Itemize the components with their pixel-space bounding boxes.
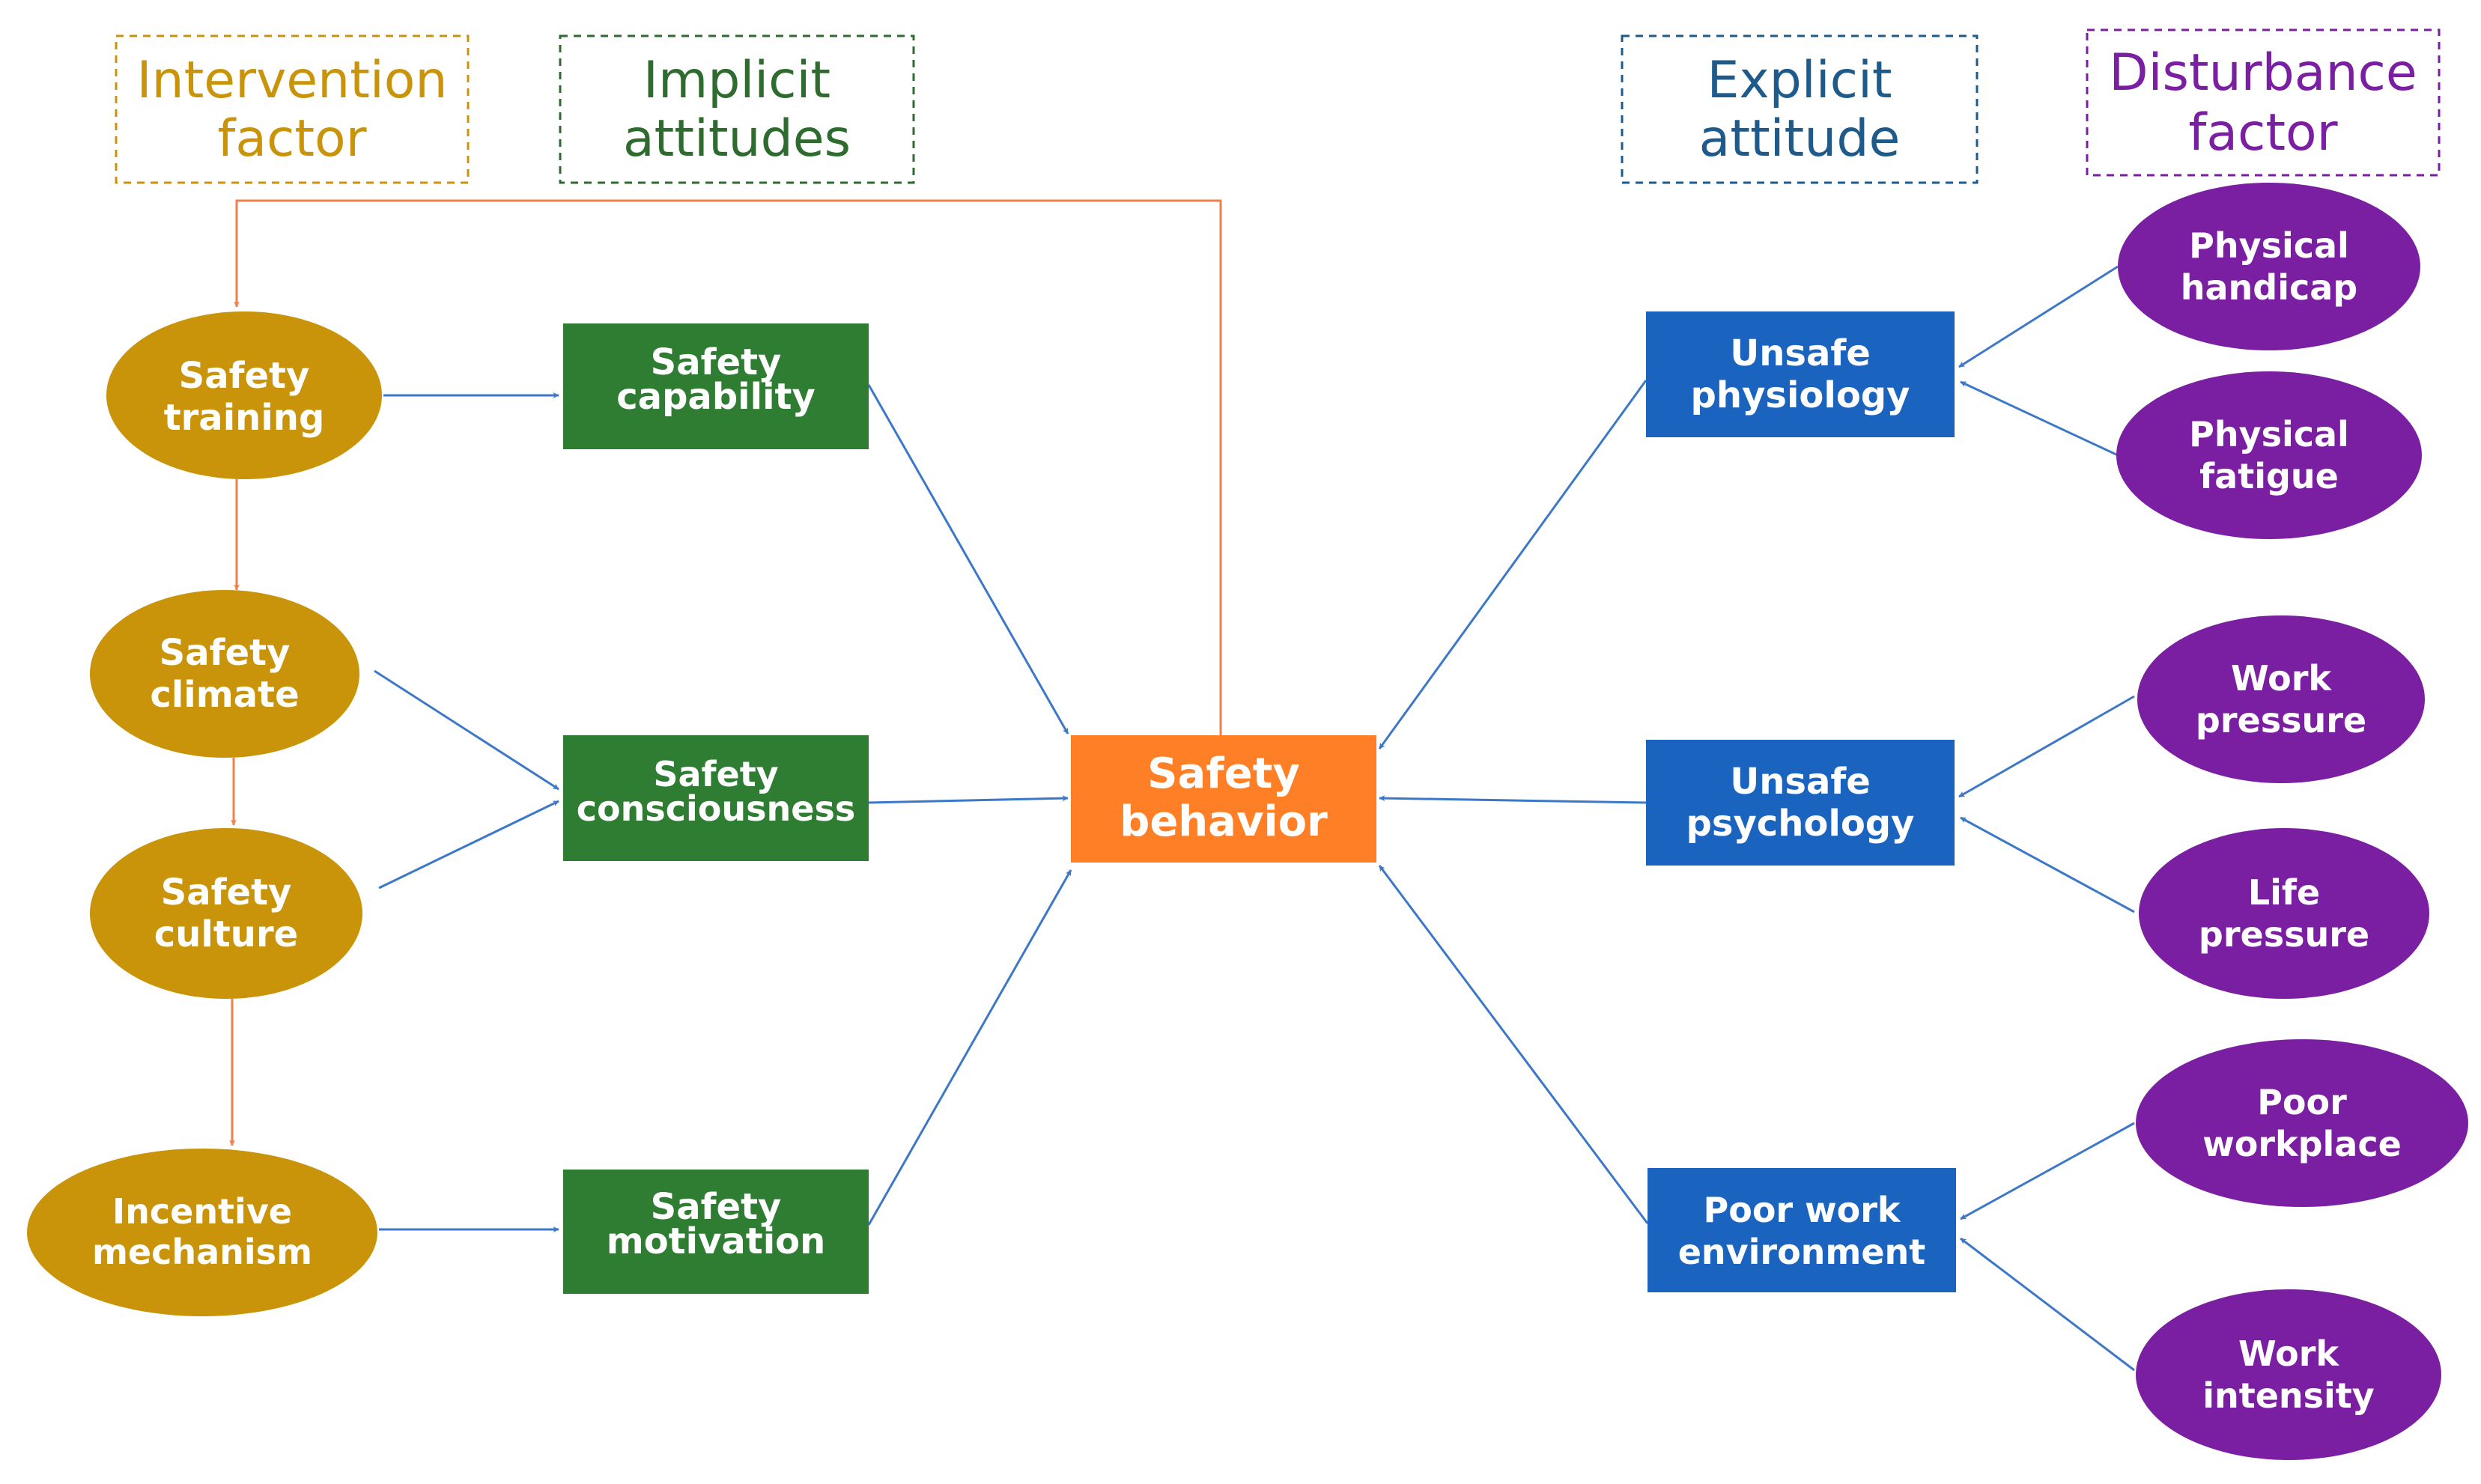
node-poor-workplace-line1: Poor bbox=[2257, 1082, 2347, 1122]
node-safety-motivation-line2: motivation bbox=[607, 1220, 826, 1262]
header-disturbance-line1: Disturbance bbox=[2109, 43, 2417, 103]
node-unsafe-physiology: Unsafe physiology bbox=[1646, 311, 1955, 437]
node-unsafe-psychology-line1: Unsafe bbox=[1730, 761, 1871, 803]
edge-lifepressure-to-psychology bbox=[1960, 816, 2135, 913]
header-implicit-line2: attitudes bbox=[623, 109, 851, 168]
node-safety-consciousness-line2: consciousness bbox=[577, 788, 855, 829]
node-safety-climate: Safety climate bbox=[90, 590, 359, 758]
header-disturbance-factor: Disturbance factor bbox=[2086, 28, 2441, 177]
header-explicit-line2: attitude bbox=[1699, 109, 1901, 168]
node-incentive-mechanism: Incentive mechanism bbox=[27, 1149, 377, 1316]
node-physical-handicap-line2: handicap bbox=[2181, 267, 2357, 308]
edge-culture-to-consciousness bbox=[378, 800, 559, 890]
node-life-pressure: Life pressure bbox=[2139, 828, 2429, 999]
node-unsafe-physiology-line1: Unsafe bbox=[1730, 332, 1871, 374]
node-safety-capability-line1: Safety bbox=[651, 341, 782, 383]
node-safety-training-line2: training bbox=[164, 397, 325, 439]
node-work-intensity: Work intensity bbox=[2136, 1289, 2441, 1460]
edge-handicap-to-physiology bbox=[1958, 265, 2119, 368]
node-work-pressure-line2: pressure bbox=[2196, 700, 2366, 741]
node-safety-culture-line2: culture bbox=[154, 913, 298, 955]
node-poor-work-environment-line2: environment bbox=[1678, 1232, 1926, 1272]
header-explicit-line1: Explicit bbox=[1707, 51, 1892, 110]
edge-consciousness-to-behavior bbox=[868, 795, 1069, 804]
edge-behavior-to-training bbox=[234, 199, 1222, 738]
node-safety-climate-line2: climate bbox=[150, 674, 299, 716]
node-work-pressure: Work pressure bbox=[2137, 615, 2425, 783]
header-intervention-line2: factor bbox=[217, 109, 366, 168]
node-safety-behavior: Safety behavior bbox=[1071, 735, 1376, 863]
edge-climate-to-consciousness bbox=[374, 669, 559, 791]
edge-intensity-to-environment bbox=[1960, 1237, 2135, 1372]
node-safety-behavior-line1: Safety bbox=[1147, 749, 1300, 798]
node-safety-culture-line1: Safety bbox=[161, 872, 292, 913]
node-poor-work-environment: Poor work environment bbox=[1648, 1168, 1956, 1292]
node-work-intensity-line2: intensity bbox=[2202, 1375, 2375, 1416]
node-safety-training: Safety training bbox=[106, 311, 382, 479]
header-intervention-factor: Intervention factor bbox=[115, 34, 470, 184]
node-unsafe-psychology-line2: psychology bbox=[1686, 803, 1915, 845]
header-disturbance-line2: factor bbox=[2188, 103, 2337, 162]
edge-capability-to-behavior bbox=[867, 384, 1069, 735]
edge-psychology-to-behavior bbox=[1379, 795, 1647, 804]
node-life-pressure-line1: Life bbox=[2248, 872, 2320, 913]
node-safety-climate-line1: Safety bbox=[160, 632, 291, 674]
node-physical-fatigue-line1: Physical bbox=[2189, 414, 2349, 454]
edge-fatigue-to-physiology bbox=[1960, 380, 2119, 457]
edge-physiology-to-behavior bbox=[1378, 380, 1648, 749]
edge-workpressure-to-psychology bbox=[1958, 695, 2135, 798]
node-safety-motivation: Safety motivation bbox=[563, 1170, 869, 1294]
node-safety-motivation-line1: Safety bbox=[651, 1186, 782, 1228]
node-physical-handicap-line1: Physical bbox=[2189, 225, 2349, 266]
header-implicit-attitudes: Implicit attitudes bbox=[559, 34, 915, 184]
node-work-pressure-line1: Work bbox=[2231, 658, 2332, 699]
node-work-intensity-line1: Work bbox=[2238, 1334, 2339, 1374]
node-safety-capability: Safety capability bbox=[563, 323, 869, 449]
edge-motivation-to-behavior bbox=[867, 869, 1072, 1226]
node-safety-consciousness: Safety consciousness bbox=[563, 735, 869, 861]
node-life-pressure-line2: pressure bbox=[2199, 914, 2369, 955]
node-poor-workplace: Poor workplace bbox=[2136, 1039, 2468, 1207]
node-unsafe-psychology: Unsafe psychology bbox=[1646, 740, 1955, 866]
edge-workplace-to-environment bbox=[1960, 1122, 2135, 1220]
header-explicit-attitude: Explicit attitude bbox=[1621, 34, 1979, 184]
header-implicit-line1: Implicit bbox=[643, 51, 830, 110]
node-physical-handicap: Physical handicap bbox=[2118, 183, 2420, 350]
header-intervention-line1: Intervention bbox=[136, 51, 447, 110]
node-safety-consciousness-line1: Safety bbox=[653, 754, 778, 794]
node-safety-capability-line2: capability bbox=[616, 376, 816, 418]
node-incentive-mechanism-line1: Incentive bbox=[112, 1191, 292, 1232]
node-safety-behavior-line2: behavior bbox=[1120, 797, 1328, 846]
edge-environment-to-behavior bbox=[1378, 865, 1649, 1224]
node-safety-training-line1: Safety bbox=[179, 355, 310, 397]
node-poor-work-environment-line1: Poor work bbox=[1704, 1190, 1901, 1230]
node-safety-culture: Safety culture bbox=[90, 828, 362, 999]
node-physical-fatigue: Physical fatigue bbox=[2116, 371, 2422, 539]
node-poor-workplace-line2: workplace bbox=[2202, 1124, 2402, 1164]
node-physical-fatigue-line2: fatigue bbox=[2199, 456, 2339, 496]
node-incentive-mechanism-line2: mechanism bbox=[92, 1232, 312, 1272]
node-unsafe-physiology-line2: physiology bbox=[1691, 374, 1910, 416]
